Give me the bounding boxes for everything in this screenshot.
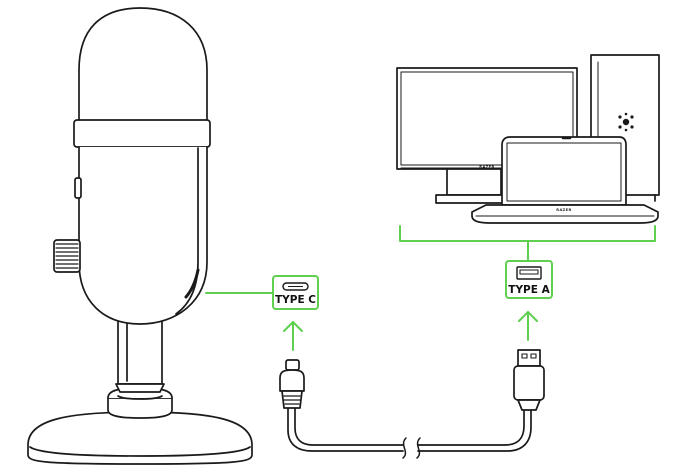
usb-a-plug (513, 349, 545, 411)
arrow-up-icon (518, 311, 538, 341)
type-a-port-label: TYPE A (505, 260, 553, 299)
mic-base (27, 387, 253, 465)
monitor-brand-mark: RAZER (479, 165, 494, 169)
gain-knob (53, 239, 81, 273)
razer-logo-icon (618, 112, 634, 132)
usb-c-plug (279, 359, 305, 409)
type-c-label: TYPE C (275, 294, 316, 306)
mic-body (73, 7, 211, 325)
microphone (27, 7, 253, 465)
cable-wire (287, 407, 532, 459)
laptop: RAZER (471, 136, 659, 224)
computer-setup: RAZER RAZER (396, 54, 660, 224)
callout-lines (205, 225, 656, 294)
computer-bracket (399, 225, 656, 242)
mic-stand (115, 317, 165, 393)
arrow-up-icon (283, 321, 303, 351)
laptop-brand-mark: RAZER (556, 208, 571, 212)
type-a-label: TYPE A (508, 284, 550, 296)
type-c-port-label: TYPE C (272, 275, 319, 310)
usb-cable (279, 349, 545, 459)
